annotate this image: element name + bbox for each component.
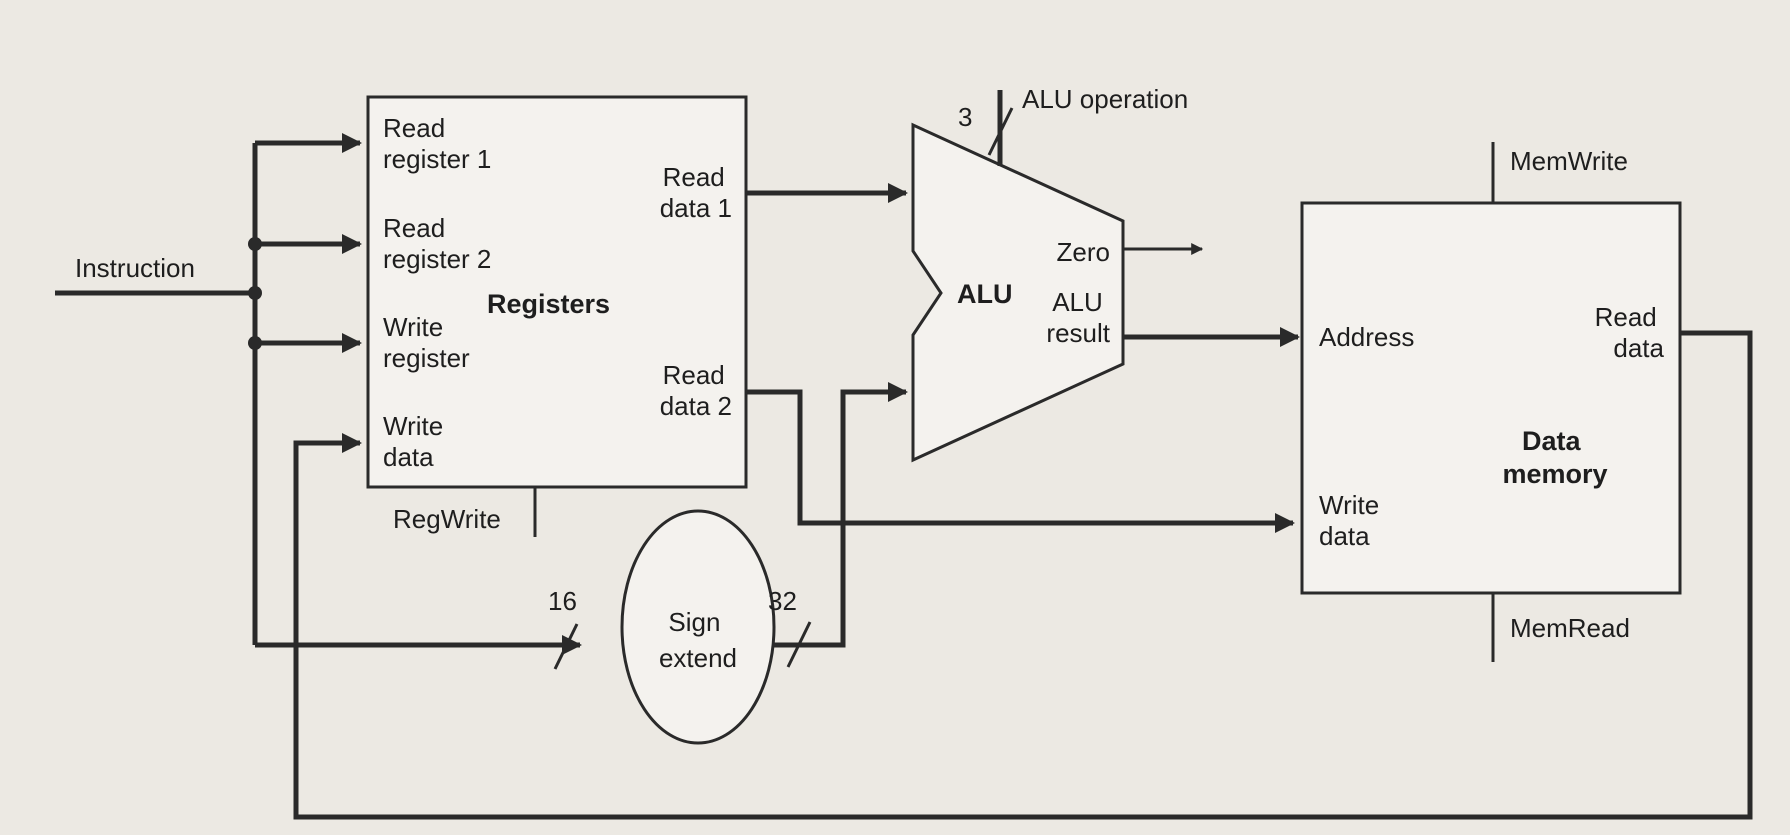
- alu-operation-label: ALU operation: [1022, 84, 1188, 114]
- instruction-wires: [55, 133, 582, 655]
- alu-title: ALU: [957, 279, 1013, 309]
- sign-extend-in-bus-slash: [553, 623, 579, 670]
- alu-result-label: ALU result: [1046, 287, 1110, 348]
- alu-operation-bits: 3: [958, 102, 972, 132]
- read-data-2-wire: [746, 389, 1295, 533]
- write-register-label: Write register: [383, 312, 470, 373]
- read-data-2-label: Read data 2: [660, 360, 732, 421]
- instruction-label: Instruction: [75, 253, 195, 283]
- memory-write-data-label: Write data: [1319, 490, 1386, 551]
- address-label: Address: [1319, 322, 1414, 352]
- read-data-feedback-wire: [293, 330, 1753, 820]
- memwrite-label: MemWrite: [1510, 146, 1628, 176]
- data-memory-title: Data memory: [1502, 426, 1607, 489]
- read-register-1-label: Read register 1: [383, 113, 491, 174]
- sign-extend-block: [620, 509, 776, 745]
- sign-extend-out-wire: [774, 382, 908, 648]
- registers-write-data-label: Write data: [383, 411, 450, 472]
- registers-title: Registers: [487, 289, 610, 319]
- registers-block: [366, 95, 748, 489]
- sign-extend-label: Sign extend: [659, 607, 737, 673]
- zero-label: Zero: [1057, 237, 1110, 267]
- memory-read-data-label: Read data: [1595, 302, 1665, 363]
- alu-block: [911, 122, 1125, 463]
- sign-extend-out-bits: 32: [768, 586, 797, 616]
- read-register-2-label: Read register 2: [383, 213, 491, 274]
- data-memory-block: [1300, 201, 1682, 595]
- sign-extend-out-bus-slash: [786, 621, 812, 668]
- memread-label: MemRead: [1510, 613, 1630, 643]
- sign-extend-in-bits: 16: [548, 586, 577, 616]
- regwrite-label: RegWrite: [393, 504, 501, 534]
- alu-operation-bus-slash: [987, 107, 1014, 156]
- read-data-1-label: Read data 1: [660, 162, 732, 223]
